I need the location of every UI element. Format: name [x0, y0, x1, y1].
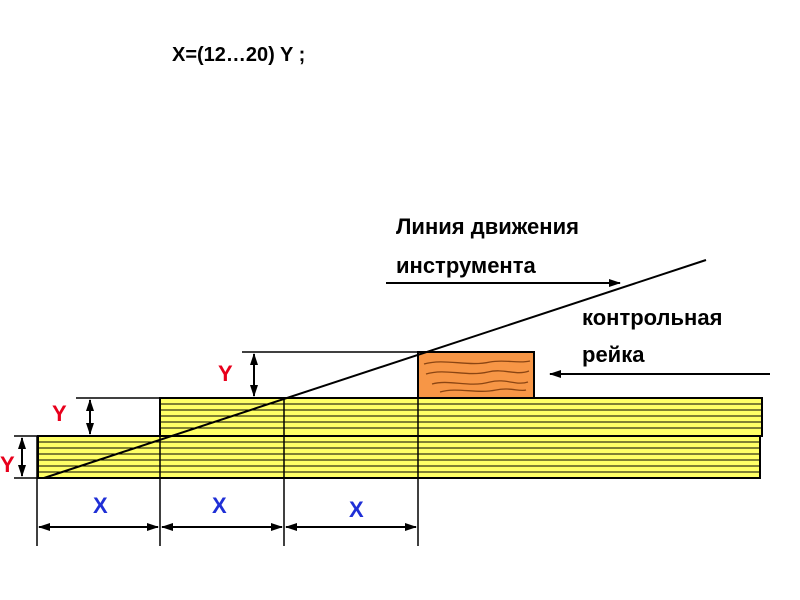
x-label-1: X — [93, 493, 108, 518]
control-rail-caption-1: контрольная — [582, 305, 722, 330]
reference-lines — [36, 352, 419, 546]
y-label-lower: Y — [0, 452, 15, 477]
tool-line-caption-2: инструмента — [396, 253, 536, 278]
y-label-upper: Y — [218, 361, 233, 386]
control-rail — [417, 351, 535, 399]
y-label-middle: Y — [52, 401, 67, 426]
x-label-3: X — [349, 497, 364, 522]
control-rail-caption-2: рейка — [582, 342, 645, 367]
y-extension-lines — [14, 351, 418, 479]
lower-board — [37, 435, 761, 479]
tool-movement-line — [43, 259, 707, 479]
x-label-2: X — [212, 493, 227, 518]
tool-line-caption-1: Линия движения — [396, 214, 579, 239]
upper-board — [159, 397, 763, 437]
formula: X=(12…20) Y ; — [172, 44, 305, 66]
